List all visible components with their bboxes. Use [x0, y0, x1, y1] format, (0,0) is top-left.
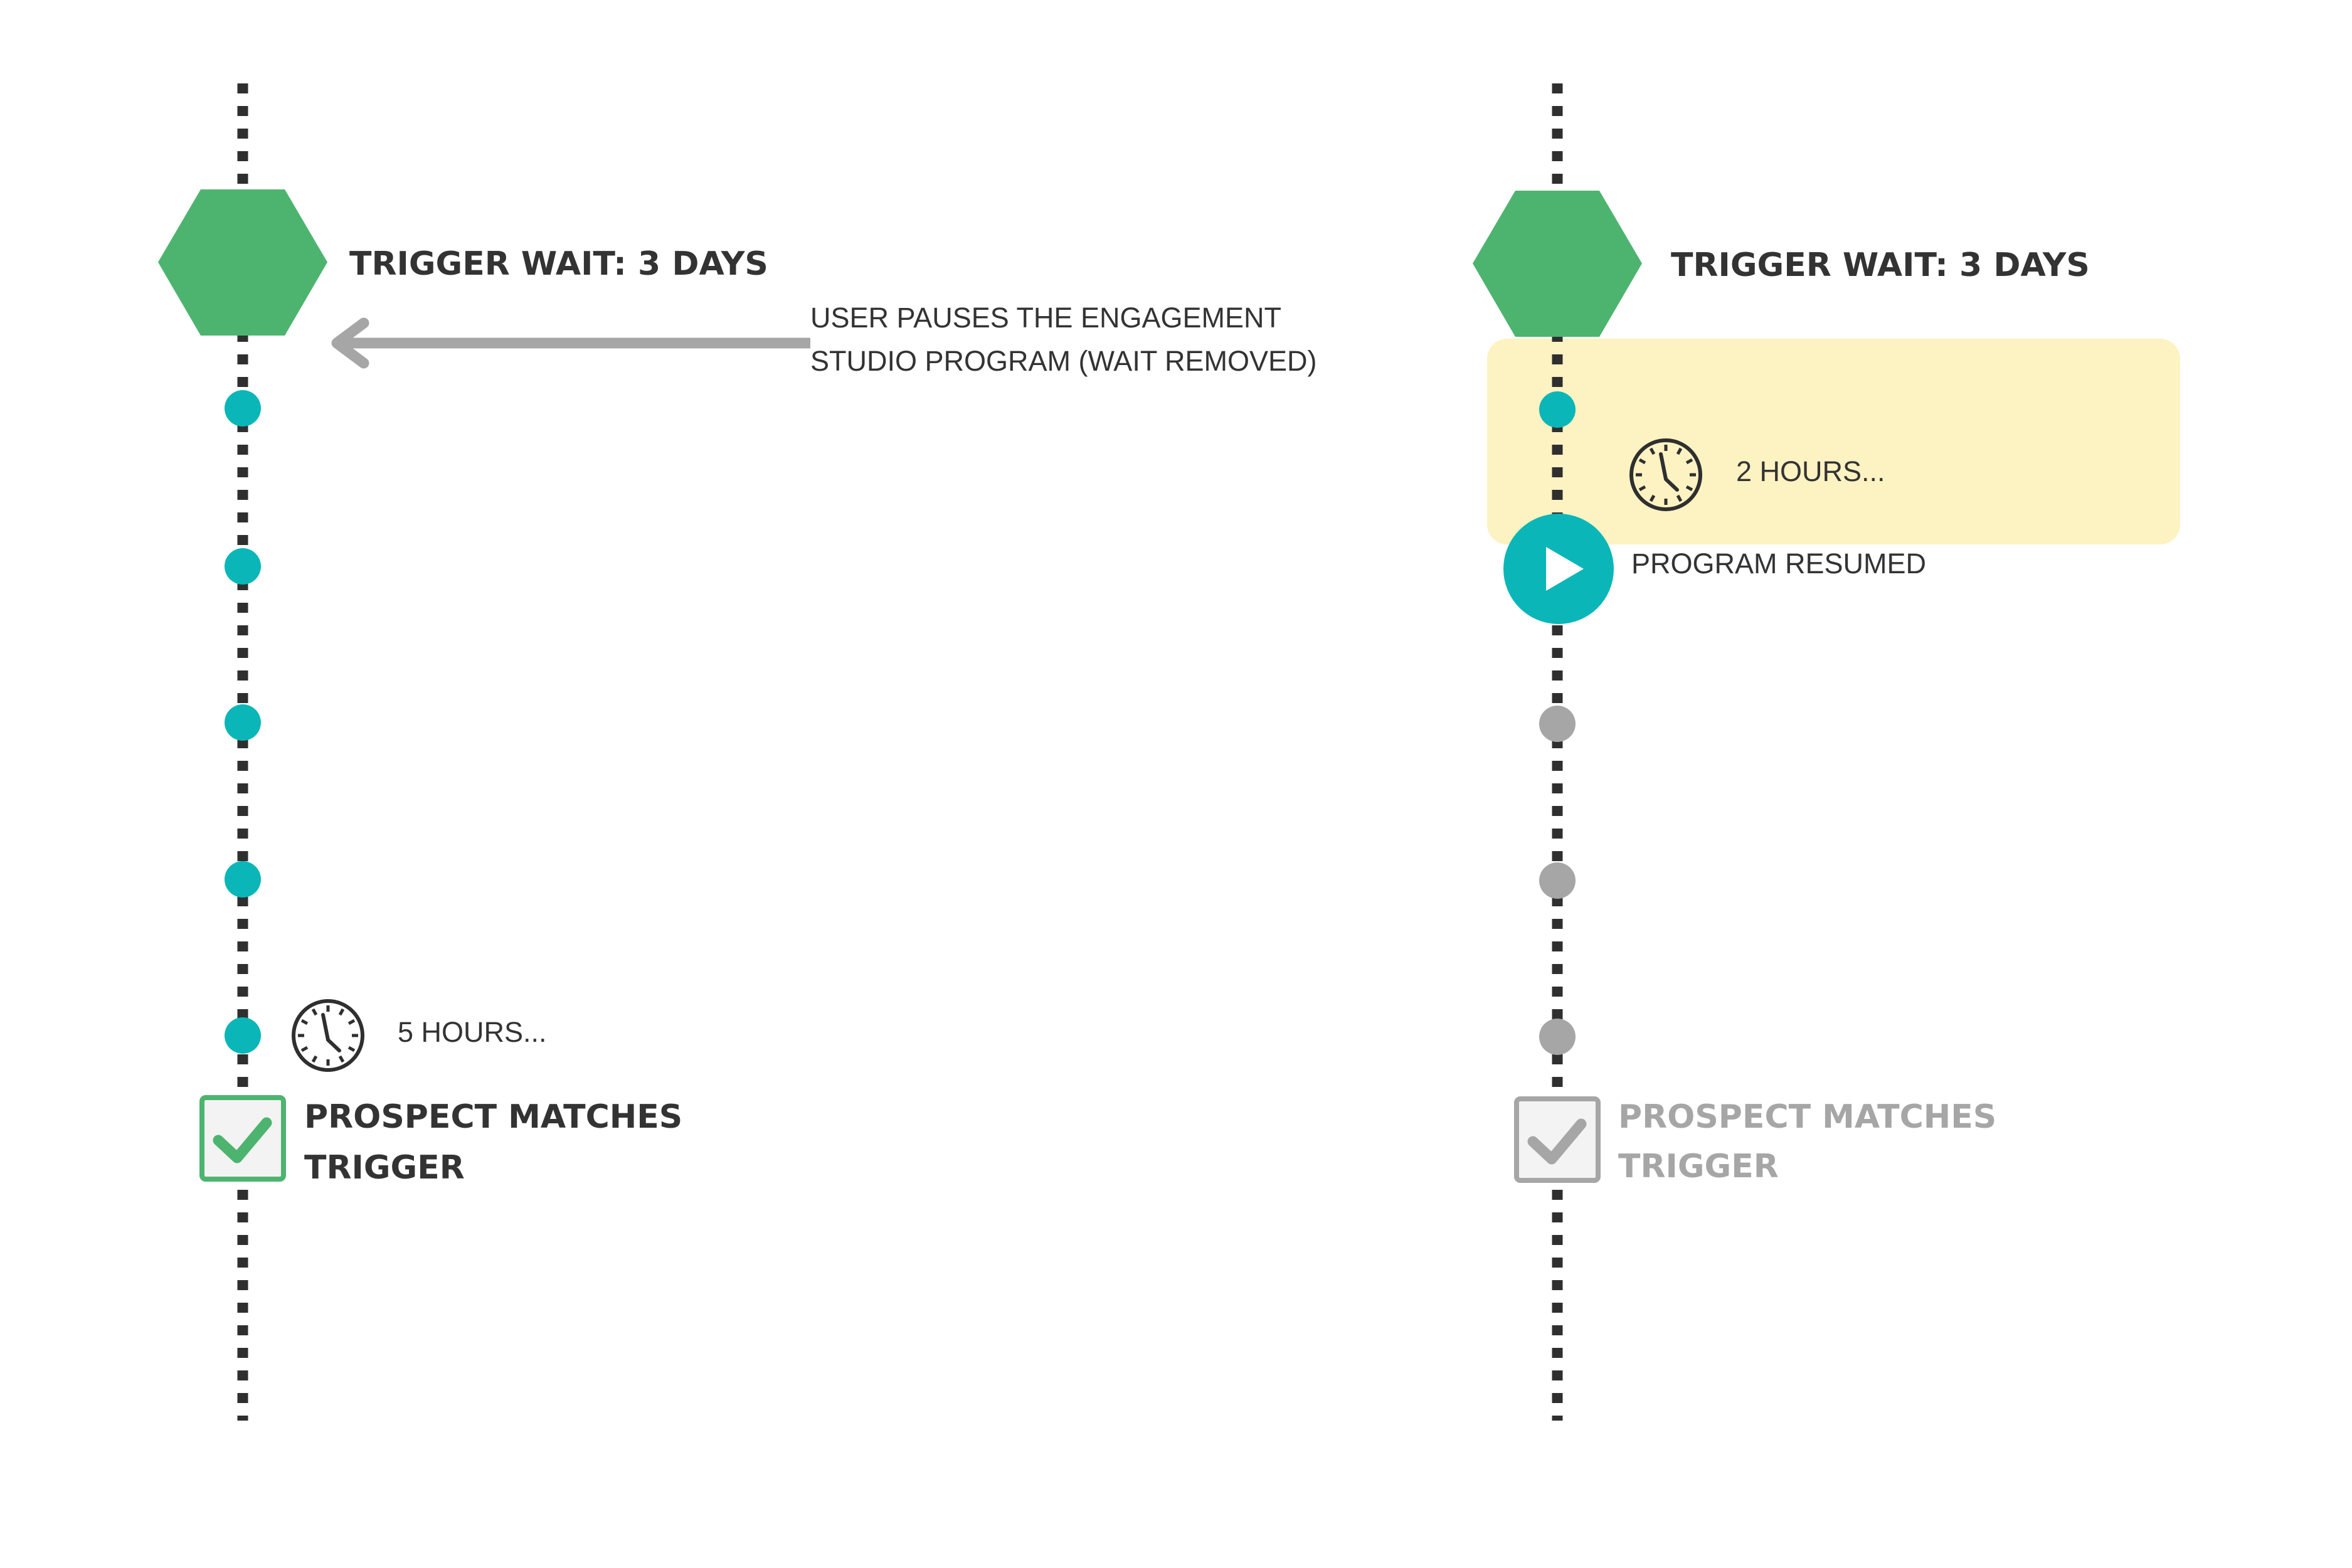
right-clock-label: 2 HOURS...: [1736, 455, 1885, 487]
right-timeline: TRIGGER WAIT: 3 DAYS 2 HOURS...: [1473, 83, 2180, 1421]
right-step-title-line2: TRIGGER: [1618, 1148, 1779, 1185]
left-dot: [225, 1017, 261, 1054]
right-dot: [1539, 391, 1576, 428]
left-dot: [225, 861, 261, 898]
play-icon: [1503, 514, 1614, 624]
pause-annotation: USER PAUSES THE ENGAGEMENT STUDIO PROGRA…: [331, 302, 1317, 377]
right-dot-gray: [1539, 862, 1576, 899]
annotation-line2: STUDIO PROGRAM (WAIT REMOVED): [810, 345, 1317, 377]
left-clock-icon: [292, 999, 364, 1072]
paused-highlight-band: [1487, 339, 2180, 544]
left-dot: [225, 548, 261, 585]
left-timeline: TRIGGER WAIT: 3 DAYS 5: [158, 83, 768, 1421]
left-trigger-title: TRIGGER WAIT: 3 DAYS: [349, 245, 768, 283]
left-dot: [225, 390, 261, 426]
right-dot-gray: [1539, 1019, 1576, 1055]
right-checkbox-icon: [1514, 1096, 1601, 1183]
left-checkbox-icon: [199, 1095, 286, 1182]
right-trigger-hexagon-icon: [1473, 191, 1642, 337]
right-clock-icon: [1629, 438, 1702, 511]
arrow-left-icon: [331, 317, 369, 369]
left-clock-label: 5 HOURS...: [398, 1016, 547, 1048]
left-trigger-hexagon-icon: [158, 189, 327, 336]
left-step-title-line2: TRIGGER: [304, 1149, 465, 1187]
right-dot-gray: [1539, 706, 1576, 742]
annotation-line1: USER PAUSES THE ENGAGEMENT: [810, 302, 1281, 334]
right-step-title-line1: PROSPECT MATCHES: [1618, 1098, 1996, 1136]
right-trigger-title: TRIGGER WAIT: 3 DAYS: [1671, 246, 2090, 284]
left-step-title-line1: PROSPECT MATCHES: [304, 1098, 682, 1136]
left-dot: [225, 704, 261, 741]
program-resumed-label: PROGRAM RESUMED: [1631, 548, 1926, 580]
